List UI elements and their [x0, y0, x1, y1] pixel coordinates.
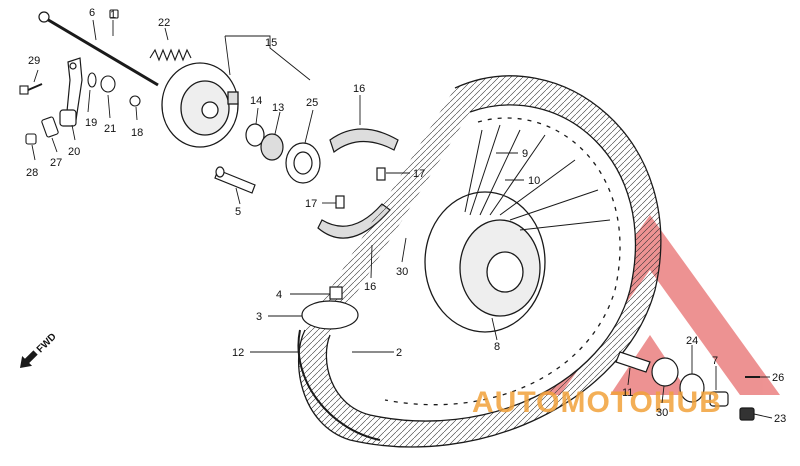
forward-arrow: FWD	[20, 331, 59, 368]
part-label-30-right: 30	[656, 407, 668, 419]
nut-28	[25, 133, 37, 145]
part-label-24: 24	[686, 335, 698, 347]
part-label-17-right: 17	[413, 168, 425, 180]
part-label-29: 29	[28, 55, 40, 67]
brake-shoe-upper	[329, 128, 399, 153]
axle	[38, 11, 159, 87]
part-label-2: 2	[396, 347, 402, 359]
part-label-21: 21	[104, 123, 116, 135]
part-label-16-lower: 16	[364, 281, 376, 293]
brake-cam	[214, 166, 256, 194]
part-label-20: 20	[68, 146, 80, 158]
part-label-30-left: 30	[396, 266, 408, 278]
part-label-5: 5	[235, 206, 241, 218]
part-label-1: 1	[110, 9, 116, 21]
part-label-13: 13	[272, 102, 284, 114]
tube-valve	[297, 286, 381, 441]
part-label-10: 10	[528, 175, 540, 187]
brake-panel	[161, 62, 239, 148]
part-label-7: 7	[712, 355, 718, 367]
pin-27	[41, 116, 59, 138]
bolt-29	[19, 83, 43, 95]
part-label-17-left: 17	[305, 198, 317, 210]
part-label-11: 11	[622, 387, 633, 399]
part-label-12: 12	[232, 347, 244, 359]
wheel-hub	[424, 191, 546, 333]
part-labels: 6 1 22 15 29 19 21 18 20 27 28 14 13 25 …	[26, 7, 786, 425]
part-label-18: 18	[131, 127, 143, 139]
watermark-label: AUTOMOTOHUB	[472, 386, 722, 419]
leader-lines	[31, 19, 773, 419]
part-label-19: 19	[85, 117, 97, 129]
part-label-14: 14	[250, 95, 262, 107]
part-label-27: 27	[50, 157, 62, 169]
part-label-3: 3	[256, 311, 262, 323]
axle-hardware-right	[615, 351, 760, 421]
bearing-stack	[245, 123, 321, 184]
part-label-6: 6	[89, 7, 95, 19]
brake-arm	[59, 57, 83, 127]
part-label-26: 26	[772, 372, 784, 384]
part-label-15: 15	[265, 37, 277, 49]
shoe-springs-17	[335, 167, 386, 209]
forward-label: FWD	[35, 331, 59, 355]
watermark-text: AUTOMOTOHUB	[472, 386, 722, 419]
spring	[149, 48, 192, 62]
part-label-23: 23	[774, 413, 786, 425]
part-label-22: 22	[158, 17, 170, 29]
part-label-25: 25	[306, 97, 318, 109]
part-label-9: 9	[522, 148, 528, 160]
spokes	[464, 124, 611, 231]
part-label-16-upper: 16	[353, 83, 365, 95]
part-label-8: 8	[494, 341, 500, 353]
washer-19-21-18	[87, 9, 141, 107]
part-label-4: 4	[276, 289, 282, 301]
part-label-28: 28	[26, 167, 38, 179]
